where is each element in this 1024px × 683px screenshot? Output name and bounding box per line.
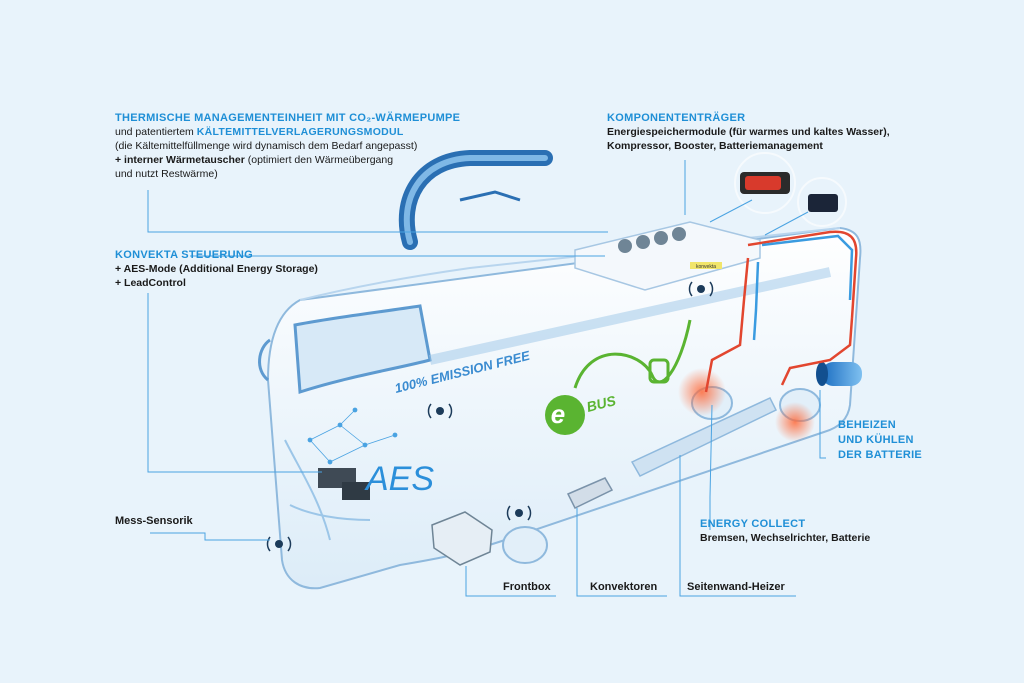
sensor-icon	[266, 536, 292, 552]
energy-collect-line-1: Bremsen, Wechselrichter, Batterie	[700, 532, 871, 544]
komponenten-heading: KOMPONENTENTRÄGER	[607, 112, 746, 124]
thermal-line-4-rest: (optimiert den Wärmeübergang	[244, 154, 394, 166]
aes-device	[318, 468, 370, 500]
thermal-heading: THERMISCHE MANAGEMENTEINHEIT MIT CO₂-WÄR…	[115, 112, 461, 124]
frontbox	[431, 511, 493, 566]
pantograph	[398, 150, 553, 250]
side-heater	[630, 397, 778, 477]
battery-line-2: UND KÜHLEN	[838, 434, 914, 446]
battery-block: BEHEIZEN UND KÜHLEN DER BATTERIE	[838, 418, 922, 463]
thermal-line-2-highlight: KÄLTEMITTELVERLAGERUNGSMODUL	[196, 126, 404, 138]
label-konvektoren: Konvektoren	[590, 581, 658, 593]
convector	[566, 477, 614, 509]
aes-text: AES	[364, 460, 434, 498]
battery-line-3: DER BATTERIE	[838, 449, 923, 461]
sensor-icon	[506, 505, 532, 521]
thermal-line-4-bold: + interner Wärmetauscher	[115, 154, 245, 166]
component-carrier-parts	[734, 152, 847, 227]
label-mess-sensorik: Mess-Sensorik	[115, 515, 193, 527]
thermal-block: THERMISCHE MANAGEMENTEINHEIT MIT CO₂-WÄR…	[115, 111, 460, 181]
label-seitenwand-heizer: Seitenwand-Heizer	[687, 581, 785, 593]
thermal-line-4: + interner Wärmetauscher (optimiert den …	[115, 153, 460, 167]
thermal-line-2-pre: und patentiertem	[115, 126, 197, 138]
konvekta-block: KONVEKTA STEUERUNG + AES-Mode (Additiona…	[115, 248, 318, 290]
komponenten-line-2: Kompressor, Booster, Batteriemanagement	[607, 140, 823, 152]
battery-line-1: BEHEIZEN	[838, 419, 897, 431]
heat-glow	[678, 368, 726, 416]
konvekta-line-1: + AES-Mode (Additional Energy Storage)	[115, 263, 318, 275]
ebus-bus-text: BUS	[585, 392, 618, 415]
thermal-line-3: (die Kältemittelfüllmenge wird dynamisch…	[115, 140, 418, 152]
sensor-icon	[688, 281, 714, 297]
komponenten-line-1: Energiespeichermodule (für warmes und ka…	[607, 126, 890, 138]
battery-cylinder	[816, 362, 862, 386]
unit-brand-text: konvekta	[696, 264, 716, 270]
energy-collect-block: ENERGY COLLECT Bremsen, Wechselrichter, …	[700, 517, 870, 545]
roof-thermal-unit: konvekta	[574, 221, 761, 291]
ebus-logo	[545, 319, 692, 435]
aes-network-graphic	[307, 407, 398, 465]
thermal-line-2: und patentiertem KÄLTEMITTELVERLAGERUNGS…	[115, 125, 460, 139]
label-frontbox: Frontbox	[503, 581, 551, 593]
thermal-line-5: und nutzt Restwärme)	[115, 168, 218, 180]
konvekta-line-2: + LeadControl	[115, 277, 186, 289]
ebus-e-text: e	[551, 399, 565, 429]
coolant-lines	[704, 230, 858, 393]
konvekta-heading: KONVEKTA STEUERUNG	[115, 249, 254, 261]
heat-glow	[775, 402, 815, 442]
energy-collect-heading: ENERGY COLLECT	[700, 518, 806, 530]
komponenten-block: KOMPONENTENTRÄGER Energiespeichermodule …	[607, 111, 890, 153]
sensor-icon	[427, 403, 453, 419]
leader-lines	[147, 160, 826, 597]
